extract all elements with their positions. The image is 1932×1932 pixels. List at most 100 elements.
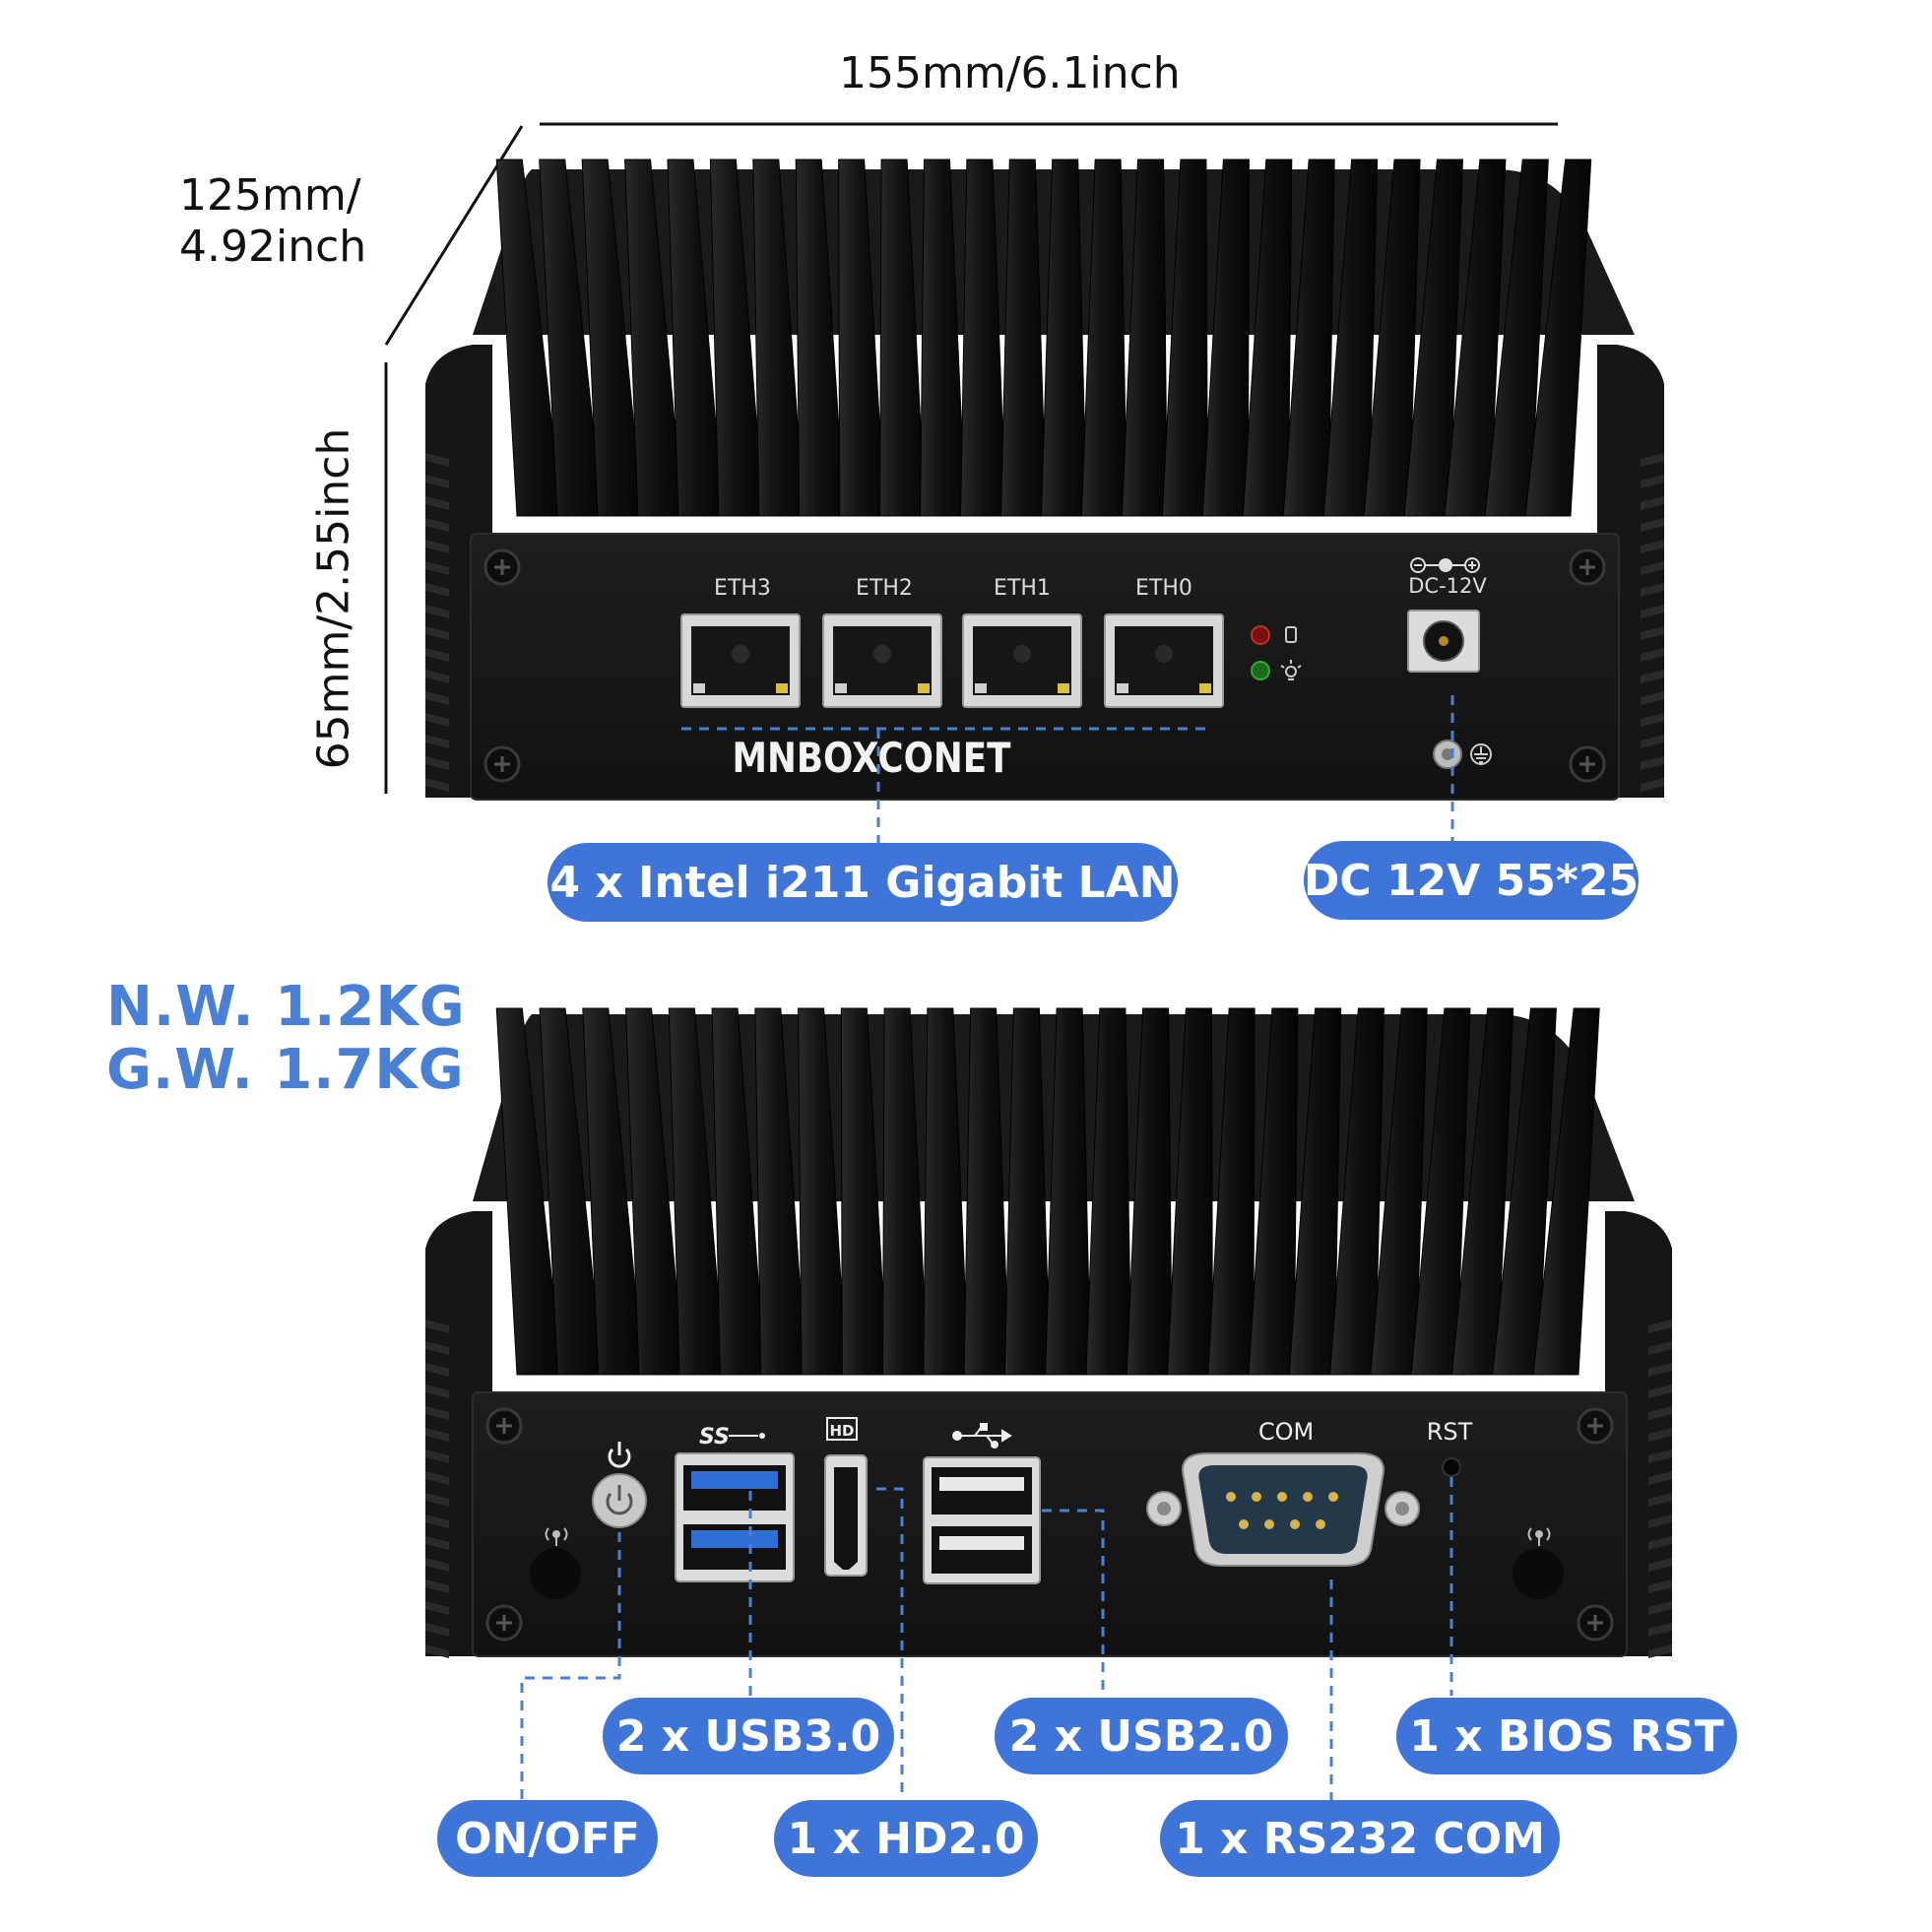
eth2-label: ETH2 — [856, 576, 913, 601]
com-callout: 1 x RS232 COM — [1160, 1800, 1560, 1877]
bios-callout: 1 x BIOS RST — [1396, 1698, 1737, 1774]
side-rib — [425, 1449, 449, 1463]
side-rib — [425, 1363, 449, 1377]
gross-weight: G.W. 1.7KG — [106, 1038, 465, 1102]
rear-heatsink-fins — [495, 1007, 1600, 1376]
side-rib — [1648, 1558, 1672, 1572]
side-rib — [425, 735, 449, 748]
side-rib — [425, 1644, 449, 1658]
side-rib — [1648, 1471, 1672, 1485]
side-rib — [425, 1385, 449, 1398]
com-pin — [1290, 1519, 1300, 1529]
ethernet-port-led — [918, 683, 930, 693]
side-rib — [1648, 1406, 1672, 1420]
usb-icon — [952, 1423, 1012, 1449]
reset-hole — [1442, 1457, 1461, 1477]
usb3-callout: 2 x USB3.0 — [603, 1698, 894, 1774]
ground-icon — [1470, 743, 1492, 765]
side-rib — [425, 1536, 449, 1550]
side-rib — [1641, 561, 1664, 575]
heatsink-fin — [1532, 1007, 1600, 1376]
hd-icon: HD — [826, 1417, 858, 1441]
side-rib — [425, 756, 449, 770]
ethernet-port-led — [1058, 683, 1069, 693]
antenna-port-right — [1513, 1548, 1564, 1599]
side-rib — [425, 1428, 449, 1442]
side-rib — [1641, 605, 1664, 618]
ethernet-port-led — [776, 683, 788, 693]
usb-ss-icon: SS — [699, 1425, 765, 1449]
side-rib — [1641, 540, 1664, 553]
side-rib — [425, 1579, 449, 1593]
ethernet-port-led — [835, 683, 847, 693]
front-side-ribs — [425, 453, 1664, 792]
side-rib — [425, 540, 449, 553]
side-rib — [425, 1320, 449, 1333]
side-rib — [1641, 648, 1664, 662]
ethernet-port-latch — [873, 645, 891, 663]
width-label: 155mm/6.1inch — [839, 48, 1181, 98]
side-rib — [1641, 453, 1664, 467]
side-rib — [1648, 1493, 1672, 1507]
front-heatsink-fins — [495, 159, 1592, 517]
side-rib — [425, 1514, 449, 1528]
side-rib — [1641, 756, 1664, 770]
com-pin — [1239, 1519, 1249, 1529]
side-rib — [1648, 1579, 1672, 1593]
side-rib — [1641, 626, 1664, 640]
side-rib — [1648, 1644, 1672, 1658]
side-rib — [1648, 1536, 1672, 1550]
hdd-led — [1251, 625, 1270, 645]
side-rib — [1641, 670, 1664, 683]
onoff-callout: ON/OFF — [437, 1800, 658, 1877]
depth-label-line1: 125mm/ — [179, 170, 361, 221]
rear-device: SS HD — [425, 1007, 1672, 1810]
com-pin — [1316, 1519, 1325, 1529]
brand-logo: MNBOXCONET — [732, 735, 1010, 782]
ethernet-port-led — [1199, 683, 1211, 693]
side-rib — [425, 1341, 449, 1355]
side-rib — [1641, 735, 1664, 748]
side-rib — [425, 1601, 449, 1615]
ethernet-port-led — [693, 683, 705, 693]
com-label: COM — [1258, 1418, 1314, 1446]
side-rib — [425, 518, 449, 532]
com-pin — [1277, 1492, 1287, 1502]
ethernet-port-latch — [732, 645, 749, 663]
side-rib — [1648, 1601, 1672, 1615]
hdd-led-icon — [1285, 626, 1297, 643]
ethernet-port-latch — [1155, 645, 1173, 663]
side-rib — [1641, 778, 1664, 792]
antenna-icon — [1527, 1527, 1551, 1546]
side-rib — [1641, 583, 1664, 597]
front-device: ETH3 ETH2 ETH1 ETH0 — [425, 159, 1664, 845]
antenna-icon — [545, 1527, 568, 1546]
com-pin — [1264, 1519, 1274, 1529]
side-rib — [1648, 1449, 1672, 1463]
ethernet-port-led — [975, 683, 987, 693]
com-pin — [1303, 1492, 1313, 1502]
usb2-callout: 2 x USB2.0 — [995, 1698, 1288, 1774]
side-rib — [425, 670, 449, 683]
side-rib — [425, 648, 449, 662]
side-rib — [1648, 1623, 1672, 1637]
ethernet-ports — [680, 613, 1224, 708]
rst-label: RST — [1427, 1418, 1473, 1446]
depth-label-line2: 4.92inch — [179, 222, 367, 272]
dc-polarity-icon — [1410, 557, 1480, 573]
power-led — [1251, 661, 1270, 680]
power-led-icon — [1280, 660, 1302, 680]
dc-callout: DC 12V 55*25 — [1304, 841, 1639, 920]
svg-text:HD: HD — [829, 1422, 854, 1440]
side-rib — [1648, 1320, 1672, 1333]
side-rib — [1641, 713, 1664, 727]
side-rib — [425, 691, 449, 705]
side-rib — [1641, 518, 1664, 532]
side-rib — [425, 605, 449, 618]
com-pins — [1226, 1492, 1338, 1529]
side-rib — [1641, 475, 1664, 488]
side-rib — [425, 1623, 449, 1637]
side-rib — [425, 475, 449, 488]
eth3-label: ETH3 — [714, 576, 771, 601]
